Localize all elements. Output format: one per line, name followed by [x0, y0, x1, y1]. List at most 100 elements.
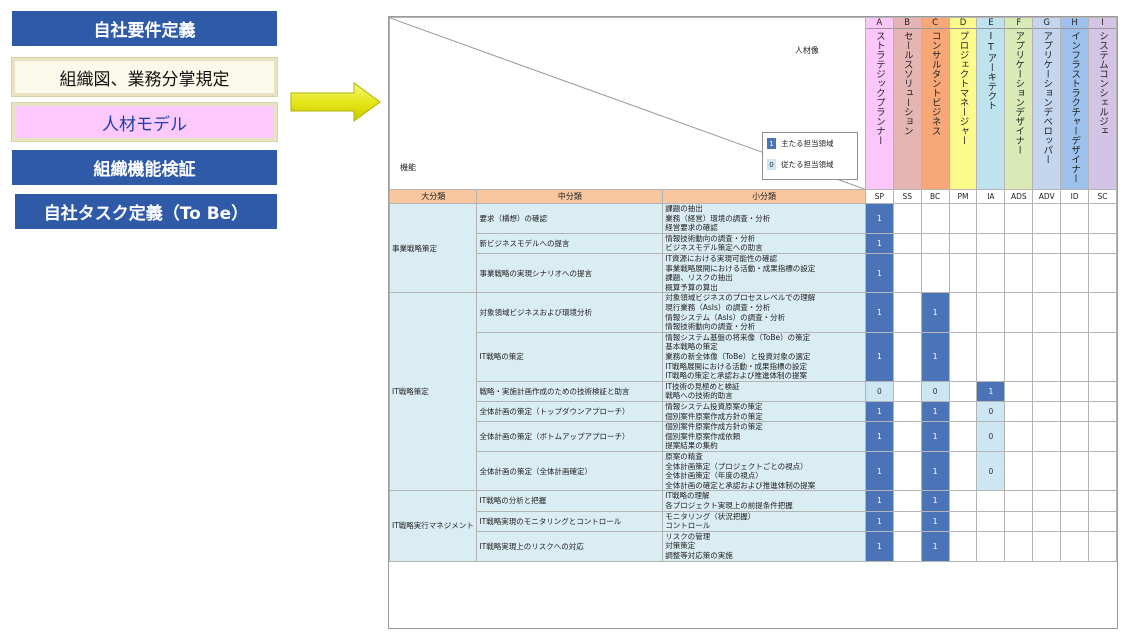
- mark-cell[interactable]: [1004, 203, 1034, 234]
- mark-cell[interactable]: [1032, 292, 1062, 333]
- mark-cell[interactable]: [892, 232, 922, 254]
- mark-cell[interactable]: [892, 331, 922, 382]
- mark-cell[interactable]: 1: [920, 450, 950, 492]
- step-company-requirements[interactable]: 自社要件定義: [12, 11, 277, 46]
- mark-cell[interactable]: 1: [864, 252, 894, 294]
- mark-cell[interactable]: [1060, 490, 1090, 512]
- mark-cell[interactable]: [948, 203, 978, 234]
- mark-cell[interactable]: [1032, 490, 1062, 512]
- mark-cell[interactable]: 1: [976, 380, 1006, 402]
- mark-cell[interactable]: 0: [976, 421, 1006, 452]
- mark-cell[interactable]: [1032, 331, 1062, 382]
- mark-cell[interactable]: [1088, 203, 1117, 234]
- mark-cell[interactable]: [1088, 490, 1117, 512]
- mark-cell[interactable]: [1032, 380, 1062, 402]
- mark-cell[interactable]: 0: [864, 380, 894, 402]
- mark-cell[interactable]: [1060, 510, 1090, 532]
- mark-cell[interactable]: [892, 530, 922, 562]
- mark-cell[interactable]: [892, 400, 922, 423]
- mark-cell[interactable]: [1032, 450, 1062, 492]
- mark-cell[interactable]: [976, 232, 1006, 254]
- mark-cell[interactable]: [1088, 400, 1117, 423]
- mark-cell[interactable]: [1060, 400, 1090, 423]
- mark-cell[interactable]: [1088, 510, 1117, 532]
- mark-cell[interactable]: [892, 252, 922, 294]
- mark-cell[interactable]: [892, 203, 922, 234]
- mark-cell[interactable]: [1060, 203, 1090, 234]
- mark-cell[interactable]: [1060, 530, 1090, 562]
- mark-cell[interactable]: [1032, 400, 1062, 423]
- mark-cell[interactable]: [1060, 232, 1090, 254]
- mark-cell[interactable]: [1060, 450, 1090, 492]
- mark-cell[interactable]: 1: [864, 292, 894, 333]
- mark-cell[interactable]: [1032, 510, 1062, 532]
- mark-cell[interactable]: [1088, 450, 1117, 492]
- mark-cell[interactable]: 1: [920, 331, 950, 382]
- mark-cell[interactable]: [1088, 530, 1117, 562]
- mark-cell[interactable]: [976, 331, 1006, 382]
- mark-cell[interactable]: [948, 450, 978, 492]
- step-org-chart[interactable]: 組織図、業務分掌規定: [12, 58, 277, 96]
- mark-cell[interactable]: 1: [920, 292, 950, 333]
- mark-cell[interactable]: 0: [920, 380, 950, 402]
- mark-cell[interactable]: [1060, 252, 1090, 294]
- step-talent-model[interactable]: 人材モデル: [12, 103, 277, 141]
- mark-cell[interactable]: [1088, 232, 1117, 254]
- mark-cell[interactable]: [920, 252, 950, 294]
- mark-cell[interactable]: 1: [920, 421, 950, 452]
- mark-cell[interactable]: 1: [864, 203, 894, 234]
- mark-cell[interactable]: [892, 510, 922, 532]
- mark-cell[interactable]: [1060, 421, 1090, 452]
- mark-cell[interactable]: 1: [864, 450, 894, 492]
- mark-cell[interactable]: 0: [976, 400, 1006, 423]
- mark-cell[interactable]: 1: [920, 510, 950, 532]
- mark-cell[interactable]: [1004, 530, 1034, 562]
- mark-cell[interactable]: 0: [976, 450, 1006, 492]
- mark-cell[interactable]: [1088, 331, 1117, 382]
- mark-cell[interactable]: [1004, 421, 1034, 452]
- mark-cell[interactable]: [948, 400, 978, 423]
- mark-cell[interactable]: [976, 292, 1006, 333]
- mark-cell[interactable]: 1: [864, 400, 894, 423]
- mark-cell[interactable]: 1: [864, 232, 894, 254]
- mark-cell[interactable]: [1060, 292, 1090, 333]
- mark-cell[interactable]: 1: [920, 490, 950, 512]
- mark-cell[interactable]: [948, 530, 978, 562]
- mark-cell[interactable]: [892, 450, 922, 492]
- mark-cell[interactable]: [1088, 421, 1117, 452]
- step-task-definition[interactable]: 自社タスク定義（To Be）: [15, 194, 277, 229]
- mark-cell[interactable]: 1: [864, 530, 894, 562]
- mark-cell[interactable]: 1: [864, 510, 894, 532]
- mark-cell[interactable]: [1032, 232, 1062, 254]
- mark-cell[interactable]: [976, 203, 1006, 234]
- mark-cell[interactable]: [948, 490, 978, 512]
- mark-cell[interactable]: [1004, 490, 1034, 512]
- mark-cell[interactable]: [1088, 292, 1117, 333]
- mark-cell[interactable]: [1004, 292, 1034, 333]
- mark-cell[interactable]: [976, 530, 1006, 562]
- mark-cell[interactable]: [1032, 252, 1062, 294]
- mark-cell[interactable]: [1032, 421, 1062, 452]
- mark-cell[interactable]: [1060, 380, 1090, 402]
- mark-cell[interactable]: [948, 510, 978, 532]
- mark-cell[interactable]: [892, 292, 922, 333]
- mark-cell[interactable]: [1004, 232, 1034, 254]
- mark-cell[interactable]: [1060, 331, 1090, 382]
- mark-cell[interactable]: 1: [920, 530, 950, 562]
- mark-cell[interactable]: [948, 380, 978, 402]
- step-org-function-check[interactable]: 組織機能検証: [12, 150, 277, 185]
- mark-cell[interactable]: [948, 421, 978, 452]
- mark-cell[interactable]: [1032, 530, 1062, 562]
- mark-cell[interactable]: [976, 510, 1006, 532]
- mark-cell[interactable]: [892, 421, 922, 452]
- mark-cell[interactable]: [948, 232, 978, 254]
- mark-cell[interactable]: [948, 292, 978, 333]
- mark-cell[interactable]: [892, 380, 922, 402]
- mark-cell[interactable]: 1: [920, 400, 950, 423]
- mark-cell[interactable]: [1004, 252, 1034, 294]
- mark-cell[interactable]: [1004, 331, 1034, 382]
- mark-cell[interactable]: [1088, 380, 1117, 402]
- mark-cell[interactable]: [948, 331, 978, 382]
- mark-cell[interactable]: [892, 490, 922, 512]
- mark-cell[interactable]: [920, 232, 950, 254]
